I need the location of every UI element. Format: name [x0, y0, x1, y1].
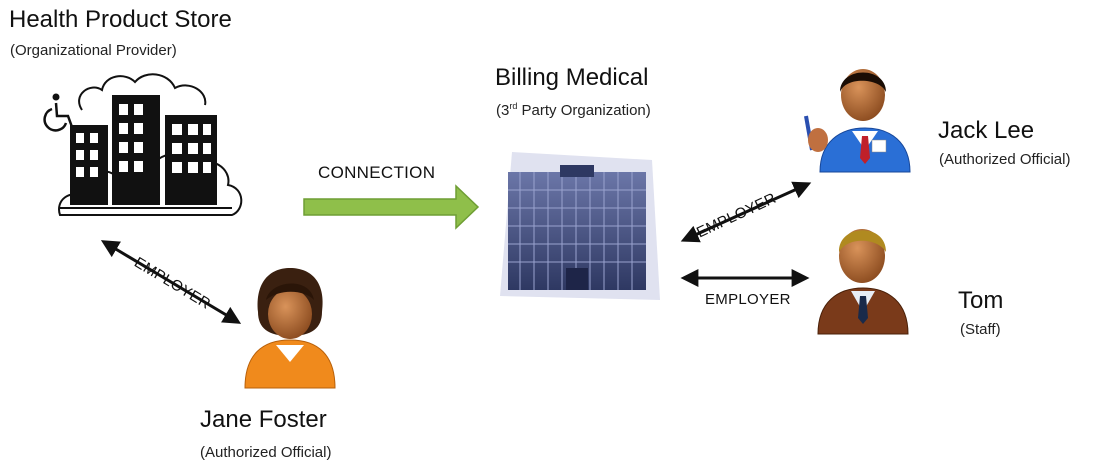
- store-jane-employer-arrow: [100, 240, 242, 324]
- billing-tom-employer-label: EMPLOYER: [705, 291, 791, 308]
- jack-avatar: [804, 69, 911, 173]
- store-name: Health Product Store: [9, 6, 232, 33]
- hospital-building-icon: [58, 73, 243, 216]
- tom-role: (Staff): [960, 321, 1001, 338]
- tom-name: Tom: [958, 287, 1004, 314]
- connection-arrow: [303, 184, 480, 230]
- jane-name: Jane Foster: [200, 406, 327, 433]
- store-role: (Organizational Provider): [10, 42, 177, 59]
- wheelchair-icon: [43, 93, 74, 132]
- office-building-icon: [500, 152, 660, 300]
- billing-name: Billing Medical: [495, 64, 649, 91]
- billing-role: (3rd Party Organization): [496, 101, 651, 119]
- connection-label: CONNECTION: [318, 163, 436, 182]
- tom-avatar: [817, 229, 909, 335]
- jane-avatar: [244, 268, 336, 389]
- jack-role: (Authorized Official): [939, 151, 1071, 168]
- billing-jack-employer-arrow: [680, 181, 812, 243]
- jack-name: Jack Lee: [938, 117, 1035, 144]
- jane-role: (Authorized Official): [200, 444, 332, 461]
